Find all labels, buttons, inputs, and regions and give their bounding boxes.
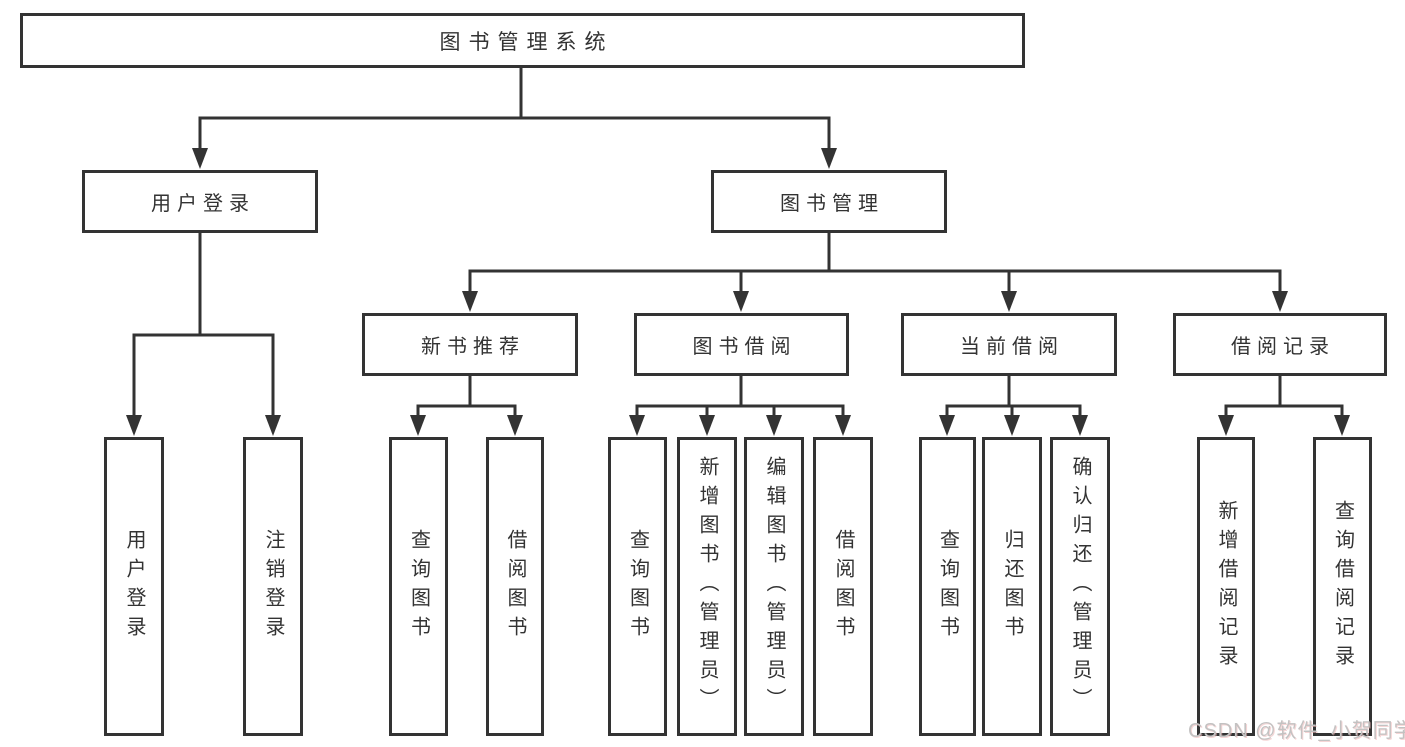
- leaf-label: 用户登录: [123, 528, 145, 645]
- leaf-query-borrow-record: 查询借阅记录: [1313, 437, 1372, 736]
- connector-book-borrowing-to-leaves: [629, 374, 851, 436]
- connector-current-borrowing-to-leaves: [939, 374, 1088, 436]
- node-new-book-recommend: 新书推荐: [362, 313, 578, 376]
- leaf-label: 归还图书: [1001, 528, 1023, 645]
- leaf-query-books-recommend: 查询图书: [389, 437, 448, 736]
- leaf-query-books-current: 查询图书: [919, 437, 976, 736]
- connector-root-to-level2: [192, 66, 837, 169]
- node-user-login: 用户登录: [82, 170, 318, 233]
- leaf-borrow-books-recommend: 借阅图书: [486, 437, 544, 736]
- leaf-label: 查询借阅记录: [1331, 499, 1354, 674]
- leaf-edit-books-admin: 编辑图书（管理员）: [744, 437, 804, 736]
- leaf-borrow-books: 借阅图书: [813, 437, 873, 736]
- node-root: 图书管理系统: [20, 13, 1025, 68]
- leaf-user-login: 用户登录: [104, 437, 164, 736]
- node-current-borrowing: 当前借阅: [901, 313, 1117, 376]
- leaf-label: 确认归还（管理员）: [1069, 456, 1091, 717]
- leaf-return-books: 归还图书: [982, 437, 1042, 736]
- leaf-label: 注销登录: [262, 528, 284, 645]
- leaf-logout: 注销登录: [243, 437, 303, 736]
- leaf-label: 借阅图书: [832, 528, 854, 645]
- connector-user-login-to-leaves: [126, 231, 281, 436]
- leaf-add-borrow-record: 新增借阅记录: [1197, 437, 1255, 736]
- node-borrowing-records: 借阅记录: [1173, 313, 1387, 376]
- connector-new-book-to-leaves: [410, 374, 523, 436]
- connector-borrowing-records-to-leaves: [1218, 374, 1350, 436]
- leaf-label: 查询图书: [626, 528, 649, 645]
- leaf-label: 查询图书: [936, 528, 959, 645]
- leaf-label: 查询图书: [407, 528, 430, 645]
- leaf-label: 编辑图书（管理员）: [763, 456, 785, 717]
- leaf-add-books-admin: 新增图书（管理员）: [677, 437, 737, 736]
- leaf-confirm-return-admin: 确认归还（管理员）: [1050, 437, 1110, 736]
- leaf-label: 新增图书（管理员）: [696, 456, 718, 717]
- leaf-label: 借阅图书: [504, 528, 526, 645]
- leaf-label: 新增借阅记录: [1215, 499, 1237, 674]
- leaf-query-books-borrow: 查询图书: [608, 437, 667, 736]
- node-book-management: 图书管理: [711, 170, 947, 233]
- node-book-borrowing: 图书借阅: [634, 313, 849, 376]
- connector-book-management-to-level3: [462, 231, 1288, 312]
- csdn-watermark: CSDN @软件_小贺同学: [1188, 720, 1405, 742]
